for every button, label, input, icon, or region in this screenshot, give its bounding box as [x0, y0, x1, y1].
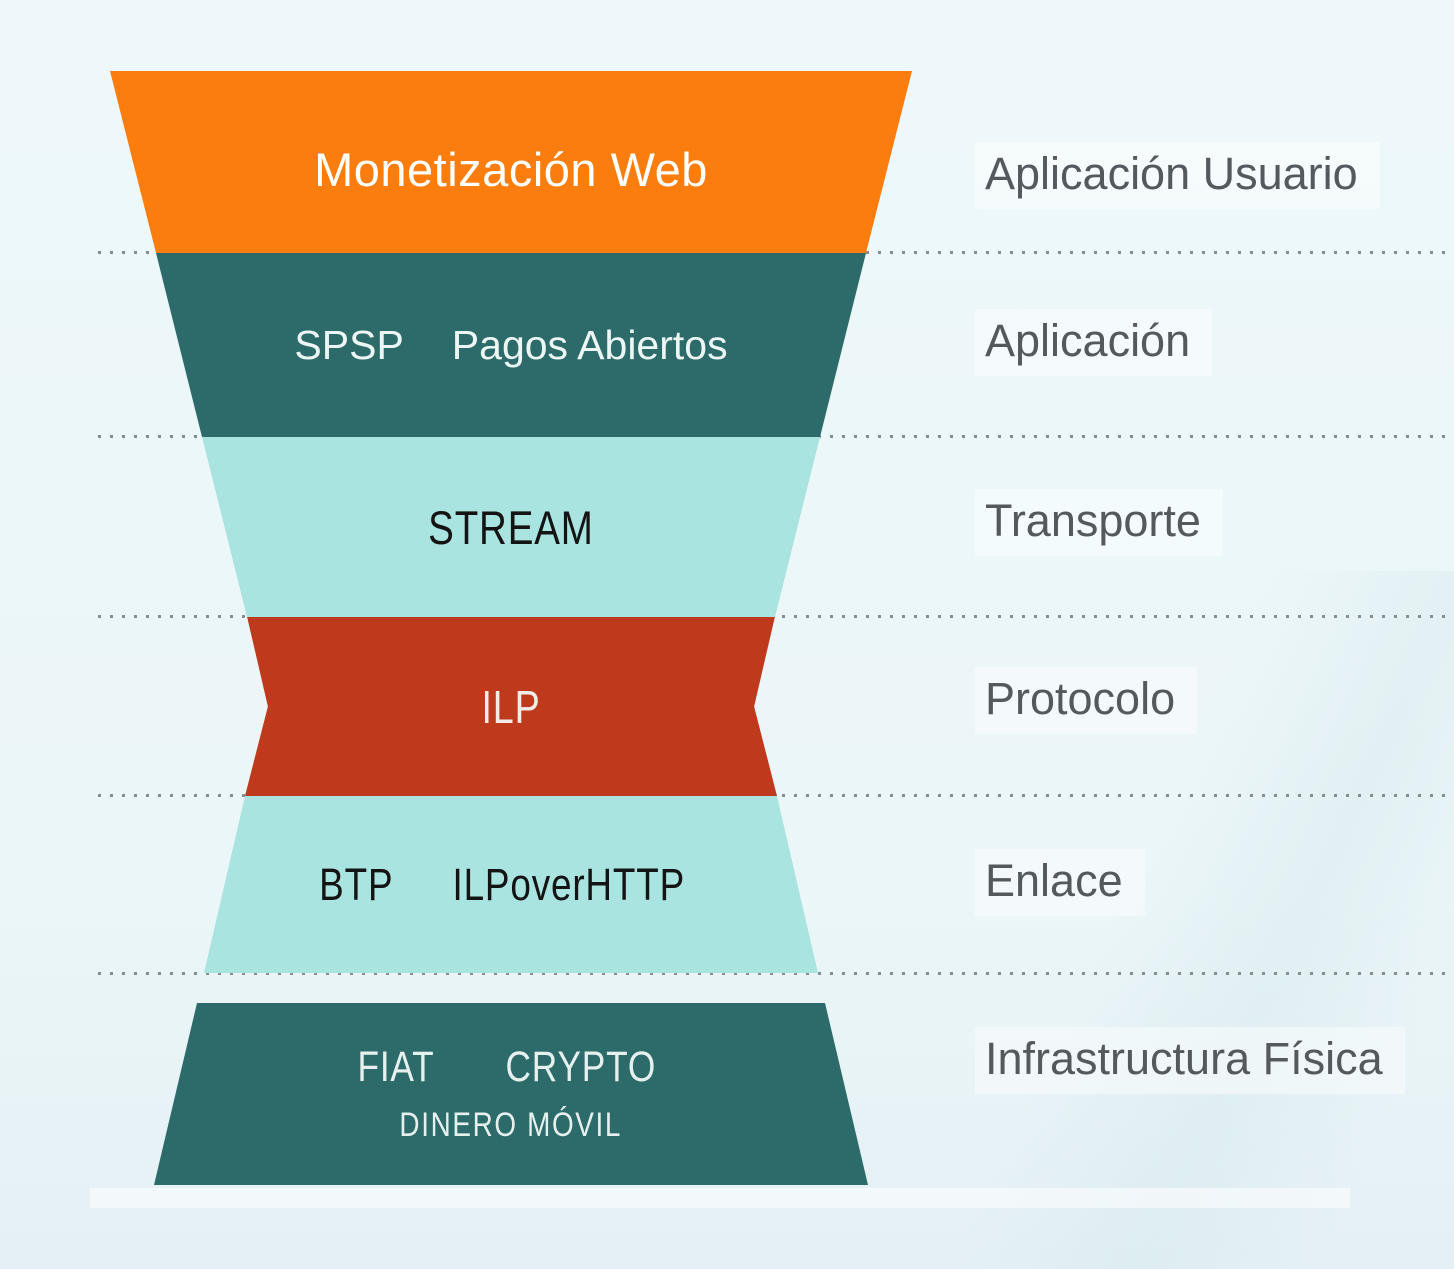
crypto-text: CRYPTO	[505, 1043, 657, 1091]
btp-text: BTP	[319, 858, 394, 910]
right-label-transporte: Transporte	[975, 489, 1223, 556]
right-label-infrastructura-fisica: Infrastructura Física	[975, 1027, 1405, 1094]
fiat-text: FIAT	[357, 1043, 435, 1091]
ilp-over-http-text: ILPoverHTTP	[452, 858, 686, 910]
spsp-text: SPSP	[294, 321, 404, 368]
layer-physical-infrastructure: FIAT CRYPTO DINERO MÓVIL	[154, 1003, 868, 1185]
layer-stream-text: STREAM	[428, 500, 594, 554]
layer-fiat-crypto-text: FIAT CRYPTO	[349, 1043, 673, 1092]
right-label-aplicacion-usuario: Aplicación Usuario	[975, 142, 1380, 209]
layer-spsp-open-payments: SPSP Pagos Abiertos	[156, 253, 866, 437]
dotted-divider-5	[98, 972, 1454, 975]
right-label-aplicacion: Aplicación	[975, 309, 1213, 376]
right-label-enlace: Enlace	[975, 849, 1145, 916]
layer-ilp-text: ILP	[481, 680, 541, 733]
layer-stream: STREAM	[202, 437, 820, 617]
right-label-protocolo: Protocolo	[975, 667, 1198, 734]
dinero-movil-text: DINERO MÓVIL	[399, 1106, 623, 1144]
dotted-divider-3	[98, 615, 1454, 618]
layer-web-monetization-text: Monetización Web	[314, 142, 708, 196]
background-bottom-strip	[90, 1188, 1350, 1208]
layer-web-monetization: Monetización Web	[110, 71, 912, 253]
pagos-abiertos-text: Pagos Abiertos	[451, 321, 728, 368]
layer-dinero-movil-text: DINERO MÓVIL	[375, 1106, 646, 1145]
layer-btp-ilp-over-http: BTP ILPoverHTTP	[204, 796, 818, 973]
layer-spsp-open-payments-text: SPSP Pagos Abiertos	[294, 322, 727, 369]
layer-ilp: ILP	[245, 617, 777, 796]
layer-btp-ilp-over-http-text: BTP ILPoverHTTP	[311, 859, 711, 911]
